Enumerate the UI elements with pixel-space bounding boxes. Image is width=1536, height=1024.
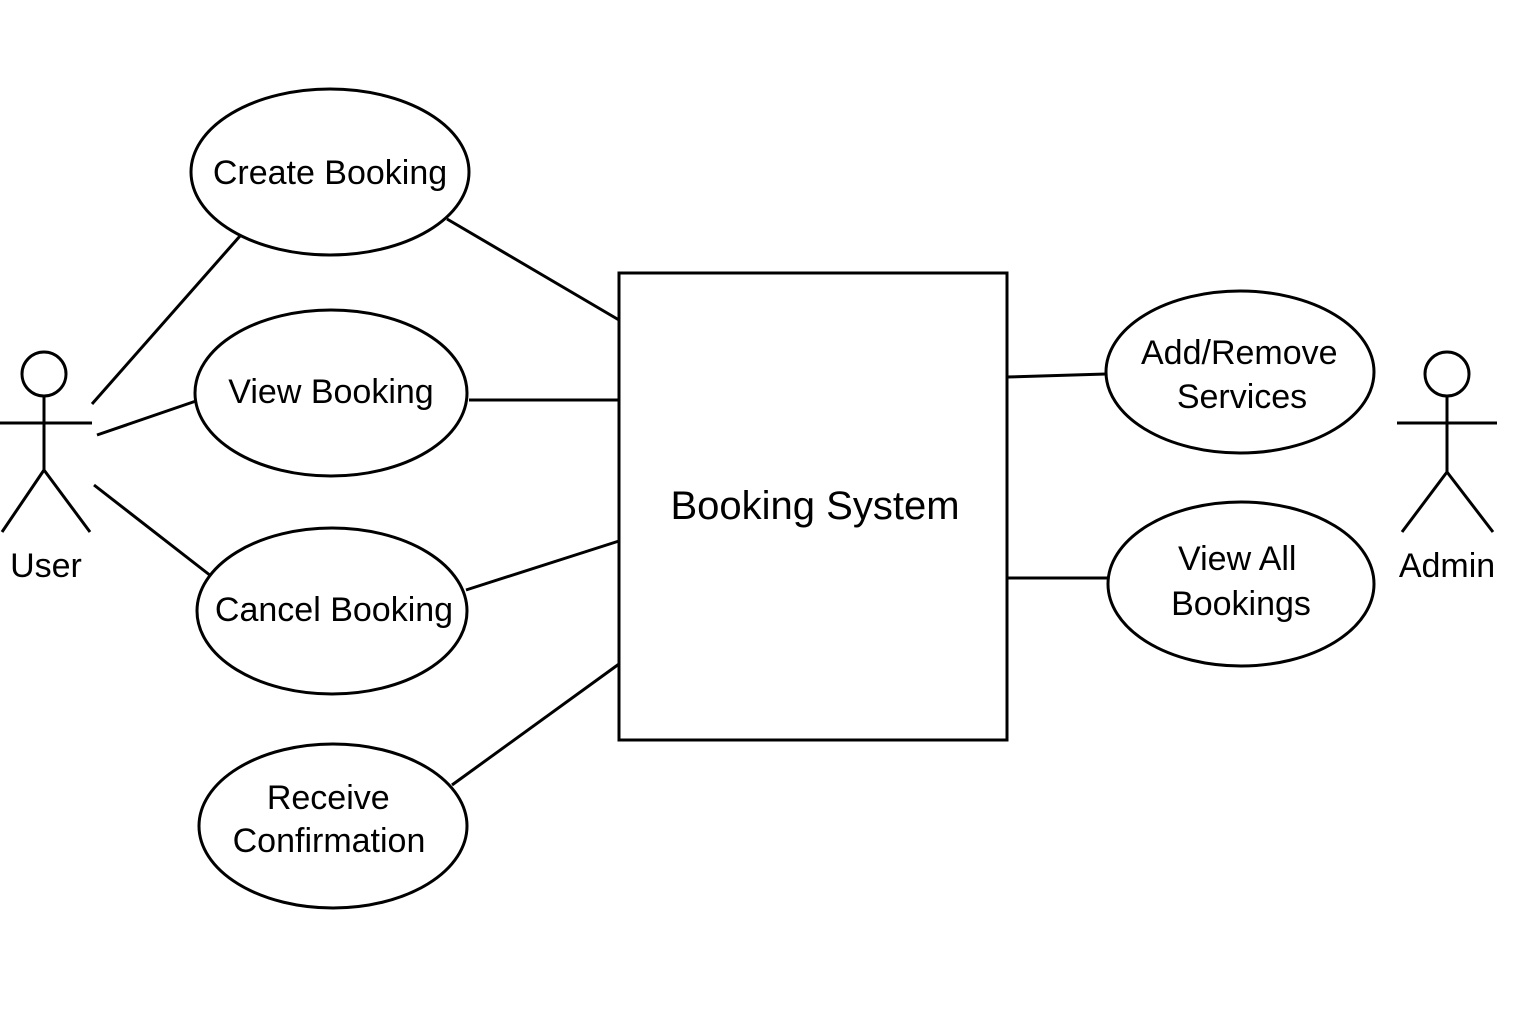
use-case-add-remove-services: Add/Remove Services — [1104, 289, 1376, 455]
use-case-label: View Booking — [228, 373, 433, 411]
line-user-create-booking — [90, 235, 242, 405]
use-case-ellipse — [195, 526, 469, 696]
stick-figure-icon — [1397, 350, 1497, 533]
svg-text:Create Booking: Create Booking — [213, 154, 447, 192]
user-actor: User — [0, 350, 92, 585]
line-user-cancel-booking — [93, 483, 212, 578]
use-case-ellipse — [197, 742, 469, 910]
use-case-ellipse — [189, 87, 471, 257]
svg-text:Add/Remove Services: Add/Remove Services — [1141, 334, 1347, 416]
use-case-ellipse — [1104, 289, 1376, 455]
line-receive-confirmation-system — [451, 662, 620, 787]
use-case-receive-confirmation: Receive Confirmation — [197, 742, 469, 910]
booking-system: Booking System — [617, 271, 1009, 742]
use-case-label-line-2: Confirmation — [233, 822, 426, 860]
line-system-add-remove-services — [1006, 372, 1107, 379]
use-case-label-line-1: Add/Remove — [1141, 334, 1338, 372]
use-case-create-booking: Create Booking — [189, 87, 471, 257]
system-box — [617, 271, 1009, 742]
use-case-cancel-booking: Cancel Booking — [195, 526, 469, 696]
use-case-label-line-1: View All — [1178, 540, 1296, 578]
connectors — [90, 217, 1109, 787]
use-case-label: Cancel Booking — [215, 591, 453, 629]
stick-figure-icon — [0, 350, 92, 533]
svg-text:Receive Confirmation: Receive Confirmation — [233, 779, 426, 860]
use-case-ellipse — [193, 308, 469, 478]
system-label: Booking System — [670, 484, 959, 528]
use-case-view-booking: View Booking — [193, 308, 469, 478]
svg-text:View All Bookings: View All Bookings — [1171, 540, 1311, 623]
actor-label-user: User — [10, 547, 82, 585]
use-case-label: Create Booking — [213, 154, 447, 192]
line-cancel-booking-system — [465, 539, 620, 592]
admin-actor: Admin — [1397, 350, 1497, 585]
svg-text:Cancel Booking: Cancel Booking — [215, 591, 453, 629]
use-case-label-line-2: Bookings — [1171, 585, 1311, 623]
line-user-view-booking — [96, 399, 197, 437]
line-create-booking-system — [446, 217, 620, 322]
use-case-label-line-1: Receive — [267, 779, 390, 817]
use-case-view-all-bookings: View All Bookings — [1106, 500, 1376, 668]
use-case-ellipse — [1106, 500, 1376, 668]
actor-label-admin: Admin — [1399, 547, 1495, 585]
svg-text:View Booking: View Booking — [228, 373, 433, 411]
use-case-label-line-2: Services — [1177, 378, 1307, 416]
